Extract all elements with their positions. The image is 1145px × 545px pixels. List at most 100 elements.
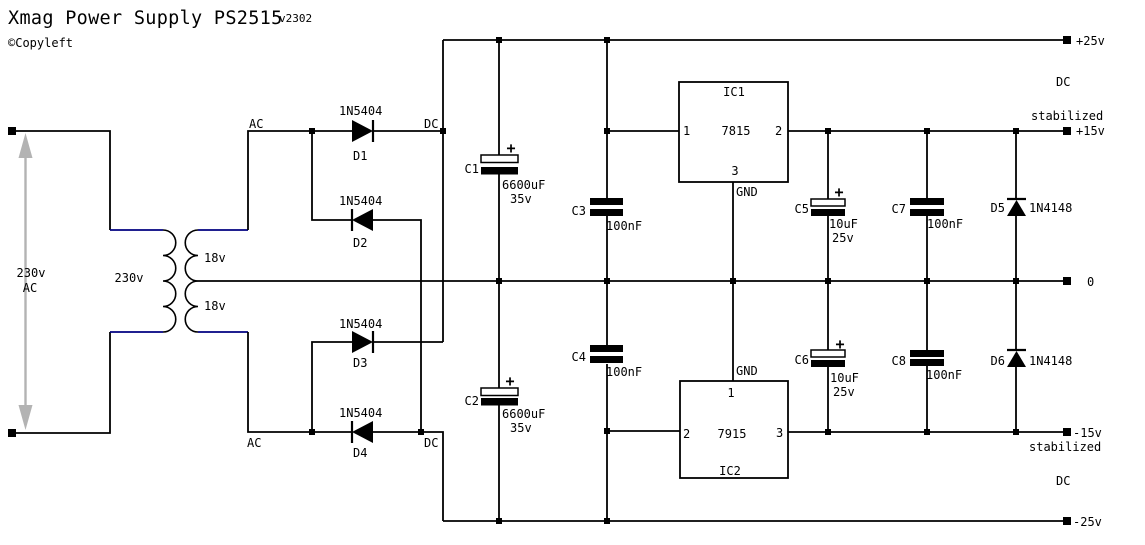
c6-value: 10uF — [830, 371, 859, 385]
c7-value: 100nF — [927, 217, 963, 231]
regulator-ic1: IC1 1 7815 2 3 GND — [678, 81, 789, 199]
ic2-body — [679, 380, 789, 479]
wire — [311, 131, 352, 221]
output-plus25-label: +25v — [1076, 34, 1105, 48]
diode-d3-ref: D3 — [353, 356, 367, 370]
junction-dot — [604, 128, 610, 134]
junction-dot — [825, 128, 831, 134]
ic2-pin-in: 2 — [683, 427, 690, 441]
ac-bottom-label: AC — [247, 436, 261, 450]
c1-value: 6600uF — [502, 178, 545, 192]
input-voltage-label: 230v — [17, 266, 46, 280]
diode-d3: 1N5404 D3 — [339, 317, 382, 370]
junction-dot — [1013, 429, 1019, 435]
secondary-coil-top — [184, 229, 199, 282]
primary-voltage-label: 230v — [115, 271, 144, 285]
secondary-top-voltage-label: 18v — [204, 251, 226, 265]
c5-plus-sign: + — [834, 183, 843, 201]
c3-ref: C3 — [572, 204, 586, 218]
dc-bottom-label: DC — [424, 436, 438, 450]
arrow-down-icon — [18, 405, 33, 430]
capacitor-c1: + C1 6600uF 35v — [465, 139, 546, 206]
diode-d6-ref: D6 — [991, 354, 1005, 368]
wire — [16, 332, 111, 434]
diode-d6: D6 1N4148 — [991, 348, 1072, 368]
c6-negative-plate — [811, 360, 845, 367]
wire — [247, 332, 352, 433]
junction-dot — [825, 278, 831, 284]
diode-d5-ref: D5 — [991, 201, 1005, 215]
c4-ref: C4 — [572, 350, 586, 364]
c4-value: 100nF — [606, 365, 642, 379]
terminal-plus15 — [1063, 127, 1071, 135]
c7-ref: C7 — [892, 202, 906, 216]
c8-ref: C8 — [892, 354, 906, 368]
diode-d5-part: 1N4148 — [1029, 201, 1072, 215]
c8-plate — [910, 350, 944, 357]
c6-positive-plate — [810, 349, 846, 358]
c5-value: 10uF — [829, 217, 858, 231]
junction-dot — [604, 518, 610, 524]
c5-ref: C5 — [795, 202, 809, 216]
output-minus25-label: -25v — [1073, 515, 1102, 529]
junction-dot — [604, 37, 610, 43]
junction-dot — [496, 37, 502, 43]
wire — [373, 431, 444, 521]
primary-coil — [162, 229, 177, 333]
c1-negative-plate — [481, 167, 518, 175]
junction-dot — [730, 278, 736, 284]
regulator-ic2: GND 1 2 7915 3 IC2 — [679, 364, 789, 479]
diode-d1-ref: D1 — [353, 149, 367, 163]
diode-d5-symbol — [1007, 200, 1026, 216]
output-plus15-label: +15v — [1076, 124, 1105, 138]
ic1-pin-gnd: 3 — [731, 164, 738, 178]
input-ac-label: AC — [23, 281, 37, 295]
diode-d2-part: 1N5404 — [339, 194, 382, 208]
c4-plate — [590, 345, 623, 352]
ic1-body — [678, 81, 789, 183]
junction-dot — [496, 518, 502, 524]
page-title: Xmag Power Supply PS2515 — [8, 8, 283, 29]
output-plus25-note: DC — [1056, 75, 1070, 89]
output-terminals: +25v DC stabilized +15v 0 -15v stabilize… — [1029, 34, 1105, 529]
c2-rating: 35v — [510, 421, 532, 435]
diode-d2: 1N5404 D2 — [339, 194, 382, 250]
diode-d4-part: 1N5404 — [339, 406, 382, 420]
junction-dot — [440, 128, 446, 134]
diode-d5: D5 1N4148 — [991, 197, 1072, 216]
capacitor-c4: C4 100nF — [572, 345, 642, 379]
c6-ref: C6 — [795, 353, 809, 367]
output-zero-label: 0 — [1087, 275, 1094, 289]
c1-positive-plate — [480, 154, 519, 164]
terminal-minus15 — [1063, 428, 1071, 436]
diode-d1: 1N5404 D1 — [339, 104, 382, 163]
diode-d3-part: 1N5404 — [339, 317, 382, 331]
mains-input: 230v AC — [8, 127, 45, 437]
capacitor-c6: + C6 10uF 25v — [795, 335, 859, 399]
diode-d2-symbol — [352, 209, 373, 231]
c1-rating: 35v — [510, 192, 532, 206]
ic1-pin-out: 2 — [775, 124, 782, 138]
c8-value: 100nF — [926, 368, 962, 382]
ic2-gnd-label: GND — [736, 364, 758, 378]
diode-d4: 1N5404 D4 — [339, 406, 382, 460]
dc-top-label: DC — [424, 117, 438, 131]
terminal-minus25 — [1063, 517, 1071, 525]
c5-positive-plate — [810, 198, 846, 207]
junction-dot — [309, 429, 315, 435]
wires — [16, 39, 1063, 522]
ic1-part: 7815 — [722, 124, 751, 138]
junction-dot — [1013, 128, 1019, 134]
junction-dot — [604, 428, 610, 434]
junction-dot — [1013, 278, 1019, 284]
c7-plate — [910, 209, 944, 216]
wire — [247, 130, 352, 230]
capacitor-c3: C3 100nF — [572, 198, 642, 233]
diode-d3-symbol — [352, 331, 373, 353]
output-minus15-label: -15v — [1073, 426, 1102, 440]
version-label: v2302 — [279, 12, 312, 25]
c1-plus-sign: + — [506, 139, 515, 157]
c3-value: 100nF — [606, 219, 642, 233]
transformer: 230v 18v 18v AC AC — [115, 117, 264, 450]
